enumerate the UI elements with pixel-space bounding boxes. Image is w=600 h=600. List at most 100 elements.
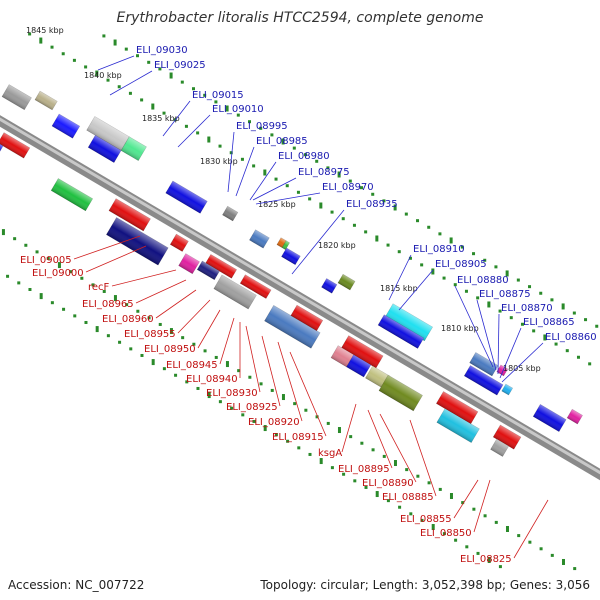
gene-block-shade [165, 180, 208, 214]
track-tick [461, 501, 465, 505]
track-tick [180, 80, 184, 84]
track-tick [113, 39, 117, 46]
track-tick [140, 98, 144, 102]
track-tick [431, 268, 435, 275]
track-tick [196, 386, 200, 390]
track-tick [259, 126, 263, 130]
track-tick [397, 250, 401, 254]
track-tick [185, 380, 189, 384]
callout-leader [135, 279, 187, 304]
track-tick [360, 441, 364, 445]
gene-label-reverse: ELI_08825 [460, 554, 512, 565]
track-tick [427, 481, 431, 485]
track-tick [393, 460, 397, 467]
track-tick [192, 87, 196, 91]
track-tick [286, 439, 290, 443]
track-tick [476, 551, 480, 555]
gene-block-shade [341, 335, 384, 368]
track-tick [285, 184, 289, 188]
track-tick [72, 58, 76, 62]
track-tick [158, 322, 162, 326]
gene-label-forward: ELI_08870 [501, 303, 553, 314]
track-tick [203, 349, 207, 353]
track-tick [573, 567, 577, 571]
ruler-label: 1830 kbp [200, 157, 238, 166]
gene-block-shade [197, 261, 220, 280]
track-tick [192, 342, 196, 346]
track-tick [6, 274, 10, 278]
track-tick [136, 309, 140, 313]
gene-block-shade [321, 278, 337, 294]
track-tick [427, 225, 431, 229]
gene-label-forward: ELI_08995 [236, 121, 288, 132]
track-tick [509, 316, 513, 320]
gene-block-shade [290, 305, 323, 331]
track-tick [151, 359, 155, 366]
track-tick [364, 485, 368, 489]
callout-leader [109, 70, 153, 96]
track-tick [487, 301, 491, 308]
track-tick [572, 311, 576, 315]
track-tick [588, 362, 592, 366]
gene-block-shade [436, 391, 478, 424]
gene-block-shade [436, 408, 480, 443]
track-tick [1, 229, 5, 236]
track-tick [561, 558, 565, 565]
track-tick [270, 388, 274, 392]
track-tick [80, 276, 84, 280]
track-tick [487, 557, 491, 564]
tick-tracks [1, 32, 599, 571]
track-tick [472, 507, 476, 511]
track-tick [483, 258, 487, 262]
gene-block-shade [106, 217, 169, 266]
track-tick [57, 262, 61, 269]
track-tick [169, 72, 173, 79]
track-tick [326, 166, 330, 170]
track-tick [330, 210, 334, 214]
track-tick [252, 164, 256, 168]
track-tick [229, 151, 233, 155]
track-tick [214, 100, 218, 104]
gene-label-reverse: ELI_08895 [338, 464, 390, 475]
track-tick [532, 329, 536, 333]
gene-label-reverse: ELI_08850 [420, 528, 472, 539]
track-tick [147, 60, 151, 64]
track-tick [140, 353, 144, 357]
track-tick [405, 468, 409, 472]
track-tick [431, 524, 435, 531]
track-tick [102, 34, 106, 38]
track-tick [91, 283, 95, 287]
track-tick [565, 349, 569, 353]
track-tick [375, 491, 379, 498]
gene-label-forward: ELI_08935 [346, 199, 398, 210]
track-tick [162, 367, 166, 371]
gene-label-forward: ELI_09030 [136, 45, 188, 56]
track-tick [520, 322, 524, 326]
callout-leader [476, 299, 497, 371]
track-tick [207, 392, 211, 399]
track-tick [252, 419, 256, 423]
track-tick [315, 159, 319, 163]
gene-label-reverse: ELI_09005 [20, 255, 72, 266]
callout-leader [219, 317, 235, 365]
callout-leader [473, 479, 491, 533]
gene-block-shade [464, 365, 504, 396]
gene-block-shade [51, 178, 93, 211]
track-tick [263, 169, 267, 176]
forward-gene-callouts: ELI_09030ELI_09025ELI_09015ELI_09010ELI_… [97, 45, 597, 383]
track-tick [259, 382, 263, 386]
accession-text: Accession: NC_007722 [8, 578, 145, 592]
track-tick [349, 435, 353, 439]
gene-features [0, 84, 583, 457]
track-tick [181, 336, 185, 340]
gene-block-shade [170, 234, 189, 252]
track-tick [330, 466, 334, 470]
ruler-label: 1840 kbp [84, 71, 122, 80]
gene-label-forward: ELI_09025 [154, 60, 206, 71]
callout-leader [252, 177, 297, 201]
track-tick [158, 67, 162, 71]
gene-block-shade [384, 303, 433, 341]
gene-label-reverse: ELI_08890 [362, 478, 414, 489]
gene-label-reverse: ELI_08960 [102, 314, 154, 325]
gene-label-reverse: ELI_08920 [248, 417, 300, 428]
